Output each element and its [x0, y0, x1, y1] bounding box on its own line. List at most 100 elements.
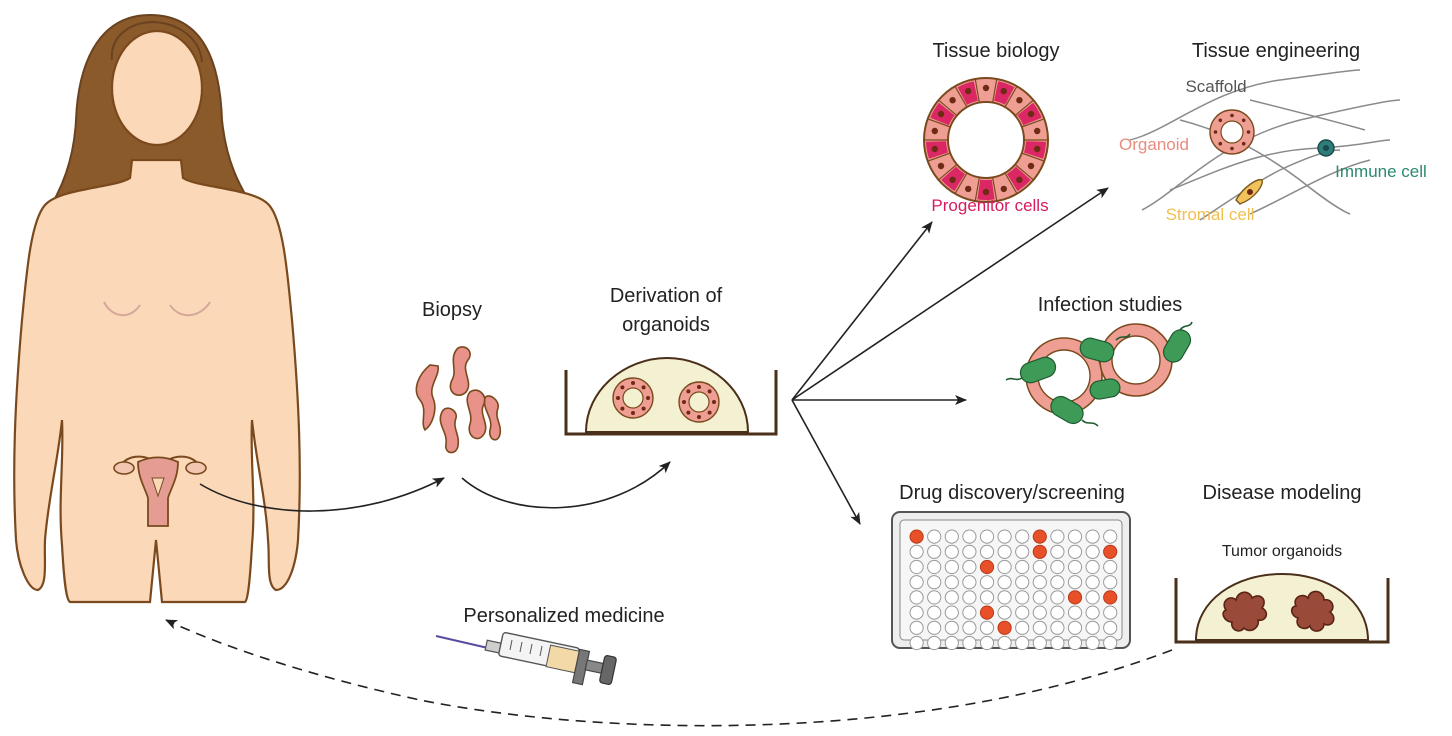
arrow-to-tissue-biology	[791, 221, 933, 401]
plate-well	[944, 635, 959, 651]
workflow-arrows	[165, 187, 1173, 727]
plate-well	[944, 620, 959, 635]
cell-nucleus	[931, 127, 938, 135]
plate-well	[944, 559, 959, 575]
plate-well	[979, 635, 995, 651]
cell-nucleus	[1027, 162, 1035, 170]
plate-well	[962, 529, 977, 544]
cell-boundary	[992, 177, 998, 202]
plate-well	[944, 544, 959, 559]
plate-well	[927, 605, 942, 620]
cell-boundary	[1021, 118, 1045, 128]
bacteria-icons	[1019, 329, 1192, 425]
plate-well	[1103, 559, 1118, 575]
plate-well	[1015, 635, 1030, 651]
plate-well	[1015, 590, 1030, 605]
drug-screening-label: Drug discovery/screening	[899, 482, 1125, 504]
scaffold-label: Scaffold	[1185, 77, 1246, 96]
cell-nucleus	[1027, 110, 1035, 118]
culture-dish	[564, 356, 778, 436]
plate-well	[927, 544, 942, 559]
arrow-uterus-to-biopsy	[199, 477, 445, 512]
progenitor-cells-label: Progenitor cells	[931, 196, 1048, 215]
cell-nucleus	[965, 87, 972, 95]
dish-walls	[564, 370, 778, 436]
plate-well	[962, 559, 977, 575]
plate-well	[997, 529, 1012, 544]
plate-well	[1032, 559, 1047, 575]
body-shape	[13, 158, 301, 604]
plate-well	[1103, 575, 1118, 590]
hit-well	[1103, 590, 1118, 605]
plate-well	[997, 605, 1012, 620]
plate-well	[962, 635, 977, 651]
plate-well	[944, 590, 959, 605]
cell-boundary	[954, 172, 968, 194]
plate-well	[1050, 575, 1065, 590]
cell-nucleus	[1016, 176, 1023, 183]
cell-nucleus	[1034, 145, 1041, 153]
plate-well	[1050, 559, 1065, 575]
plate-well	[1103, 605, 1118, 620]
matrigel-dome	[584, 356, 750, 433]
tumor-matrigel-dome	[1194, 572, 1370, 641]
plate-well	[909, 559, 924, 575]
plate-well	[997, 575, 1012, 590]
plate-well	[944, 605, 959, 620]
plate-well	[962, 620, 977, 635]
plate-well	[1032, 620, 1047, 635]
plate-well	[1032, 575, 1047, 590]
plate-well	[944, 575, 959, 590]
plate-well	[1015, 544, 1030, 559]
immune-cell-label: Immune cell	[1335, 162, 1427, 181]
plate-well	[909, 635, 924, 651]
plate-well	[1050, 590, 1065, 605]
plate-well	[1103, 620, 1118, 635]
biopsy-tissue-pieces	[415, 346, 502, 454]
stromal-cell-label: Stromal cell	[1166, 205, 1255, 224]
plate-well	[997, 635, 1012, 651]
plate-well	[1067, 620, 1083, 635]
hit-well	[909, 529, 924, 544]
hit-well	[1067, 590, 1083, 605]
plate-well	[1015, 605, 1030, 620]
plate-well	[1015, 559, 1030, 575]
immune-cell-icon	[1317, 139, 1335, 157]
plate-well	[1032, 605, 1047, 620]
organoid-label: Organoid	[1119, 135, 1189, 154]
tissue-biology-label: Tissue biology	[932, 40, 1059, 62]
plate-well	[927, 575, 942, 590]
arrow-biopsy-to-derivation	[461, 461, 671, 509]
tumor-dish	[1174, 572, 1390, 644]
plate-well	[909, 575, 924, 590]
plate-well	[1032, 590, 1047, 605]
well-plate	[891, 511, 1131, 651]
tumor-organoid-left	[1222, 591, 1268, 632]
tissue-engineering-label: Tissue engineering	[1192, 40, 1360, 62]
plate-well	[927, 529, 942, 544]
plate-well	[927, 559, 942, 575]
plate-well	[1085, 635, 1100, 651]
plate-well	[1050, 529, 1065, 544]
infected-organoids	[1005, 321, 1193, 427]
cell-boundary	[1021, 152, 1045, 162]
cell-boundary	[927, 152, 951, 162]
syringe-icon	[435, 632, 617, 686]
plate-well	[979, 620, 995, 635]
cell-boundary	[938, 163, 958, 181]
derivation-label-line1: Derivation of	[610, 285, 723, 307]
tumor-organoid-right	[1290, 590, 1335, 632]
woman-figure	[13, 13, 301, 604]
cell-boundary	[974, 177, 980, 202]
plate-well	[927, 590, 942, 605]
plate-well	[979, 529, 995, 544]
plate-well	[1015, 575, 1030, 590]
cell-boundary	[954, 86, 968, 108]
plate-well	[1085, 590, 1100, 605]
cell-nucleus	[982, 188, 990, 196]
plate-well	[979, 544, 995, 559]
disease-modeling-label: Disease modeling	[1203, 482, 1362, 504]
cell-boundary	[992, 78, 998, 103]
plate-well	[909, 544, 924, 559]
